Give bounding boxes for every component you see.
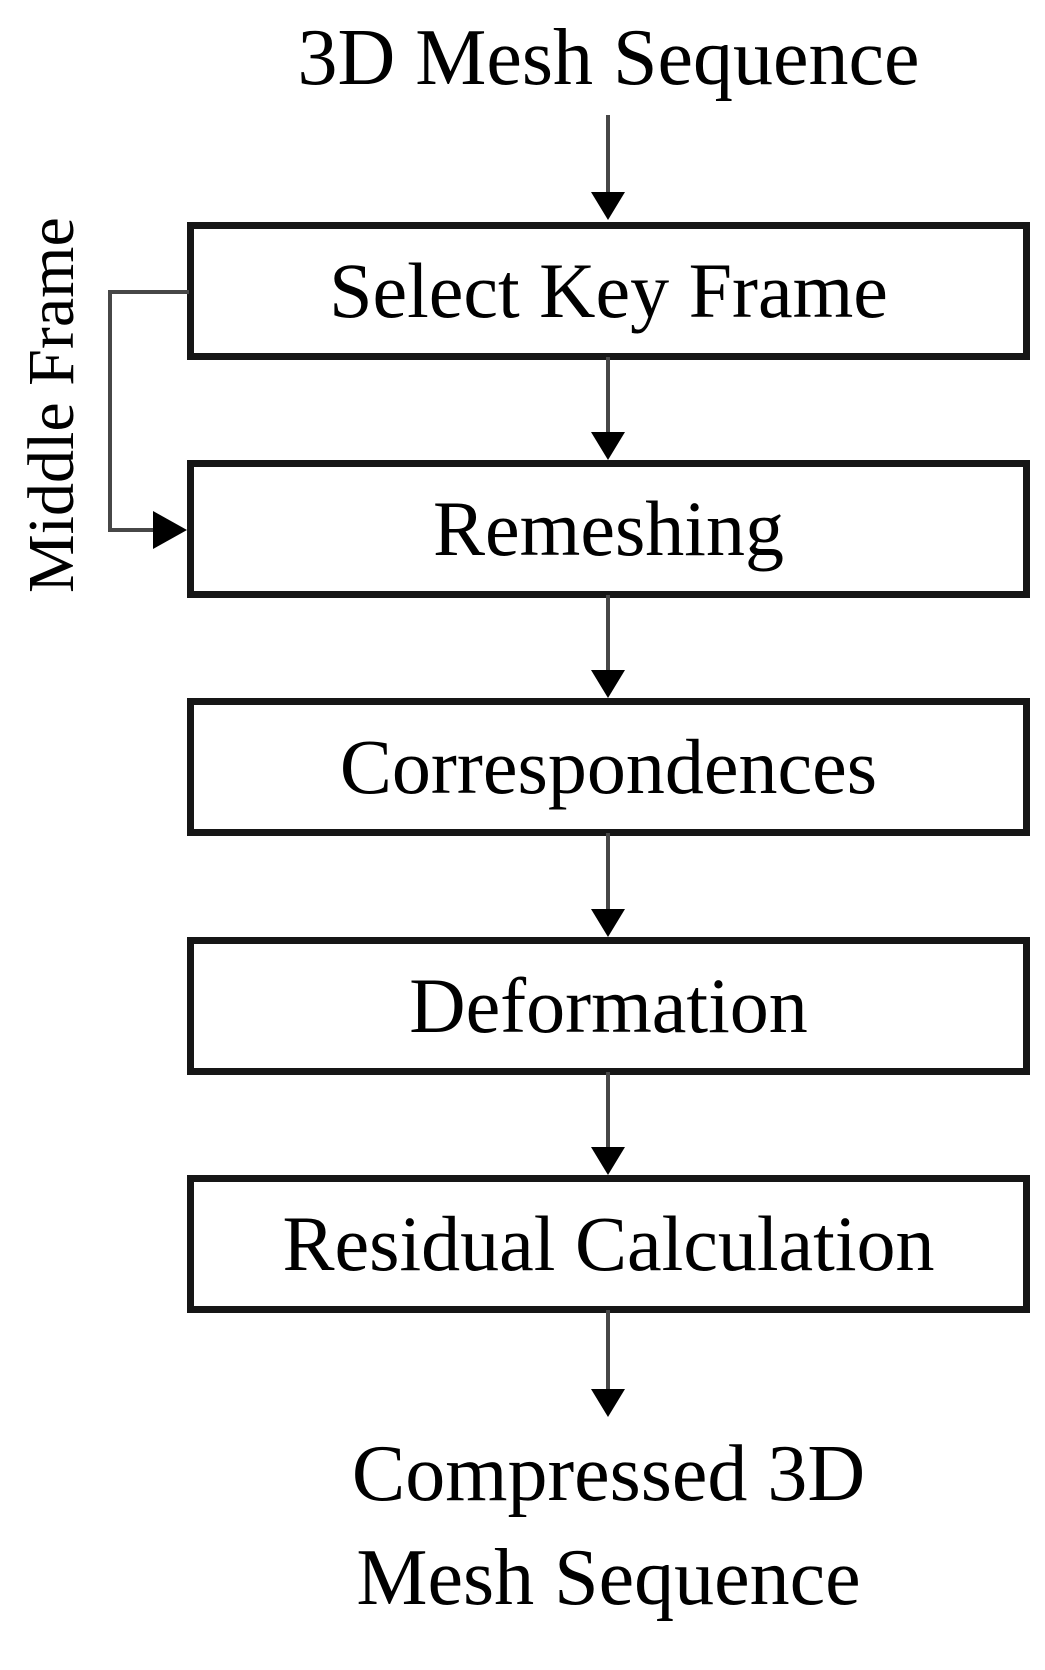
step-label: Deformation <box>409 962 808 1049</box>
arrow-shaft <box>606 1310 610 1393</box>
side-label-middle-frame: Middle Frame <box>15 217 88 593</box>
output-label-line1: Compressed 3D <box>351 1430 866 1518</box>
step-box-deformation: Deformation <box>187 937 1030 1075</box>
arrow-shaft <box>606 1072 610 1151</box>
step-box-residual-calculation: Residual Calculation <box>187 1175 1030 1313</box>
step-box-remeshing: Remeshing <box>187 460 1030 598</box>
arrow-deformation-to-residual-calculation <box>591 1072 625 1175</box>
feedback-line-top <box>108 290 189 294</box>
feedback-line-vertical <box>108 290 112 532</box>
output-label: Compressed 3D Mesh Sequence <box>187 1422 1030 1630</box>
output-label-line2: Mesh Sequence <box>356 1534 861 1622</box>
step-box-correspondences: Correspondences <box>187 698 1030 836</box>
step-label: Correspondences <box>339 723 878 810</box>
arrow-shaft <box>606 595 610 674</box>
arrow-correspondences-to-deformation <box>591 833 625 937</box>
arrowhead-down-icon <box>591 192 625 220</box>
arrow-shaft <box>606 357 610 436</box>
arrowhead-down-icon <box>591 670 625 698</box>
arrow-shaft <box>606 115 610 196</box>
arrowhead-down-icon <box>591 1389 625 1417</box>
arrow-select-key-frame-to-remeshing <box>591 357 625 460</box>
input-label: 3D Mesh Sequence <box>297 14 920 102</box>
feedback-line-bottom <box>108 528 160 532</box>
arrowhead-down-icon <box>591 1147 625 1175</box>
step-label: Select Key Frame <box>329 247 888 334</box>
arrow-shaft <box>606 833 610 913</box>
arrow-residual-calculation-to-output <box>591 1310 625 1417</box>
arrowhead-down-icon <box>591 432 625 460</box>
arrowhead-down-icon <box>591 909 625 937</box>
step-label: Remeshing <box>433 485 784 572</box>
step-label: Residual Calculation <box>282 1200 935 1287</box>
step-box-select-key-frame: Select Key Frame <box>187 222 1030 360</box>
arrow-input-to-select-key-frame <box>591 115 625 220</box>
arrowhead-right-icon <box>153 511 187 549</box>
arrow-remeshing-to-correspondences <box>591 595 625 698</box>
